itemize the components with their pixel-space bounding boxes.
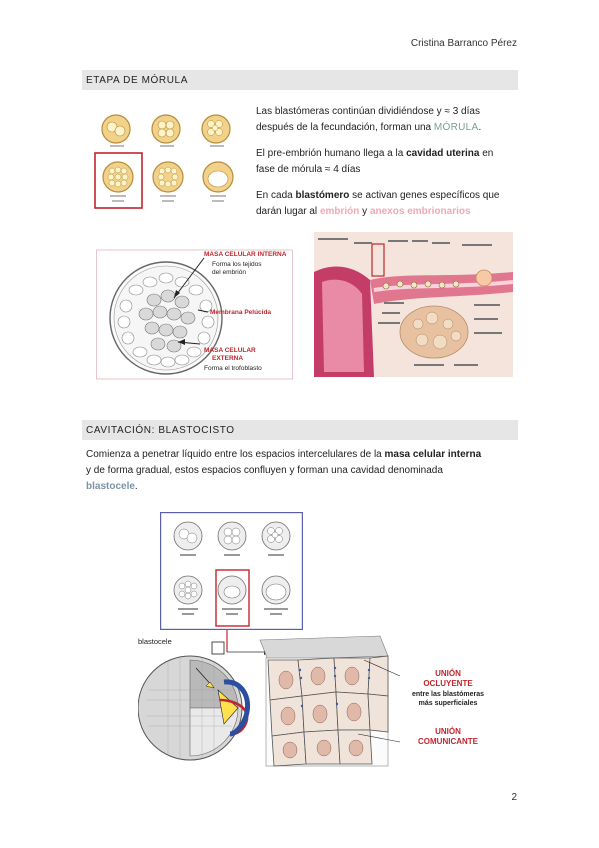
svg-text:Forma los tejidos: Forma los tejidos bbox=[212, 261, 262, 268]
label-masa-celular-externa: MASA CELULAR bbox=[204, 347, 256, 354]
paragraph-blastomere-genes: En cada blastómero se activan genes espe… bbox=[256, 190, 500, 217]
svg-text:más superficiales: más superficiales bbox=[419, 700, 478, 707]
uterus-oviduct-illustration bbox=[314, 232, 513, 377]
paragraph-cavitation: Comienza a penetrar líquido entre los es… bbox=[86, 449, 482, 492]
blastocyst-stages-figure bbox=[160, 512, 303, 630]
label-masa-celular-interna: MASA CELULAR INTERNA bbox=[204, 251, 287, 258]
label-membrana-pelucida: Membrana Pelúcida bbox=[210, 309, 271, 316]
paragraph-morula-formation: Las blastómeras continúan dividiéndose y… bbox=[256, 106, 482, 133]
paragraph-uterine-cavity: El pre-embrión humano llega a la cavidad… bbox=[256, 148, 494, 175]
morula-stages-figure bbox=[92, 107, 242, 215]
morula-cell-mass-diagram: MASA CELULAR INTERNA Forma los tejidos d… bbox=[96, 249, 293, 380]
svg-text:EXTERNA: EXTERNA bbox=[212, 355, 243, 362]
svg-text:COMUNICANTE: COMUNICANTE bbox=[418, 737, 479, 746]
label-union-ocluyente: UNIÓN bbox=[435, 669, 461, 678]
term-anexos: anexos embrionarios bbox=[369, 206, 471, 217]
term-morula: MÓRULA bbox=[433, 122, 479, 133]
svg-text:del embrión: del embrión bbox=[212, 269, 246, 276]
section-title-morula: ETAPA DE MÓRULA bbox=[82, 70, 518, 90]
svg-text:Forma el trofoblasto: Forma el trofoblasto bbox=[204, 365, 262, 372]
label-blastocele: blastocele bbox=[138, 637, 172, 646]
label-union-comunicante: UNIÓN bbox=[435, 727, 461, 736]
term-blastocele: blastocele bbox=[86, 481, 135, 492]
author-name: Cristina Barranco Pérez bbox=[410, 38, 517, 49]
section-title-cavitacion: CAVITACIÓN: BLASTOCISTO bbox=[82, 420, 518, 440]
blastocele-junction-figure: blastocele UNIÓN OCLUYENTE entre las bla… bbox=[138, 630, 484, 767]
term-embrion: embrión bbox=[319, 206, 360, 217]
svg-text:entre las blastómeras: entre las blastómeras bbox=[412, 691, 484, 698]
svg-text:OCLUYENTE: OCLUYENTE bbox=[423, 679, 473, 688]
page-number: 2 bbox=[511, 792, 517, 803]
